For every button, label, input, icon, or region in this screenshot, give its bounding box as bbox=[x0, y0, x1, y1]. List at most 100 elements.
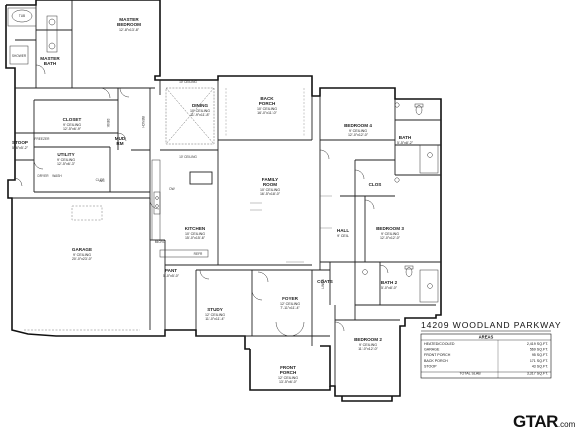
room-dimension: 10' CEILING bbox=[257, 107, 277, 111]
room-dimension: 16'-5"x18'-0" bbox=[260, 192, 281, 196]
room-dimension: 13'-5"x6'-0" bbox=[279, 380, 298, 384]
doors bbox=[13, 64, 389, 337]
room-dimension: 15'-0"x15'-6" bbox=[185, 236, 206, 240]
room-name: PORCH bbox=[280, 370, 297, 375]
areas-row-label: BACK PORCH bbox=[424, 359, 448, 363]
areas-row-value: 95 SQ.FT. bbox=[532, 353, 548, 357]
room-dimension: 10' CEILING bbox=[260, 188, 280, 192]
areas-row-label: HEATED/COOLED bbox=[424, 342, 455, 346]
room-name: BATH bbox=[44, 61, 57, 66]
room-closet-b4: CLOS bbox=[369, 182, 382, 187]
room-dimension: 11'-9"x11'-8" bbox=[190, 113, 210, 117]
room-dimension: 5'-6"x5'-2" bbox=[12, 146, 29, 150]
room-name: FOYER bbox=[282, 296, 299, 301]
room-coats: COATS bbox=[317, 279, 333, 284]
room-dimension: 11'-0"x12'-0" bbox=[358, 347, 379, 351]
room-dimension: 11'-0"x11'-4" bbox=[205, 317, 225, 321]
room-name: MUD bbox=[115, 136, 126, 141]
watermark-logo: GTAR.com bbox=[513, 412, 575, 432]
room-dimension: 12'-0"x12'-0" bbox=[380, 236, 401, 240]
room-name: BEDROOM 3 bbox=[376, 226, 404, 231]
room-name: MASTER bbox=[40, 56, 60, 61]
room-dimension: 12'-5"x6'-9" bbox=[63, 127, 82, 131]
room-name: BATH 2 bbox=[381, 280, 398, 285]
areas-row-value: 569 SQ.FT. bbox=[530, 348, 548, 352]
room-name: KITCHEN bbox=[185, 226, 206, 231]
room-name: BACK bbox=[260, 96, 274, 101]
fixture-label: A/C bbox=[99, 179, 105, 183]
interior-walls bbox=[12, 0, 441, 386]
areas-row-value: 2,419 SQ.FT. bbox=[527, 342, 548, 346]
plan-title: 14209 WOODLAND PARKWAY bbox=[421, 320, 561, 330]
room-dimension: 10' CEILING bbox=[185, 232, 205, 236]
room-dimension: 10' CEILING bbox=[190, 109, 210, 113]
room-name: BEDROOM 2 bbox=[354, 337, 382, 342]
ceiling-note: 10' CEILING bbox=[179, 80, 197, 84]
room-name: HALL bbox=[337, 228, 349, 233]
watermark-suffix: .com bbox=[557, 420, 576, 429]
room-dimension: 9' CEILING bbox=[63, 123, 81, 127]
room-dimension: 5'-0"x8'-0" bbox=[381, 286, 398, 290]
fixture-label: FREEZER bbox=[35, 137, 51, 141]
watermark-brand: GTAR bbox=[513, 412, 558, 431]
room-name: ROOM bbox=[263, 182, 277, 187]
room-name: FRONT bbox=[280, 365, 296, 370]
room-dimension: 12'-5"x6'-3" bbox=[57, 162, 76, 166]
room-name: DINING bbox=[192, 103, 209, 108]
areas-header: AREAS bbox=[479, 335, 494, 340]
fixture-label: DRYER bbox=[37, 174, 49, 178]
ceiling-note: 10' CEILING bbox=[179, 155, 197, 159]
room-dimension: 9' CEILING bbox=[57, 158, 75, 162]
room-dimension: 12' CEILING bbox=[205, 313, 225, 317]
areas-table-frame bbox=[420, 333, 552, 379]
areas-row-label: TOTAL SLAB bbox=[459, 371, 481, 375]
room-dimension: 5'-5"x8'-2" bbox=[397, 141, 414, 145]
room-dimension: 9' CEILING bbox=[73, 253, 91, 257]
fixture-label: BENCH bbox=[141, 116, 145, 128]
fixture-label: CLOS bbox=[96, 178, 105, 182]
fixture-label: WASH bbox=[52, 174, 62, 178]
garage-detail bbox=[24, 205, 140, 331]
areas-row-value: 171 SQ.FT. bbox=[530, 359, 548, 363]
room-dimension: 20'-0"x23'-0" bbox=[72, 257, 93, 261]
kitchen-counters bbox=[151, 159, 209, 258]
plumbing-fixtures bbox=[7, 7, 439, 303]
room-name: CLOSET bbox=[63, 117, 82, 122]
room-name: PANT bbox=[165, 268, 177, 273]
room-dimension: 9' CEILING bbox=[381, 232, 399, 236]
room-name: CLOS bbox=[369, 182, 382, 187]
fixture-label: DESK bbox=[106, 119, 110, 129]
room-dimension: 5'-0"x5'-0" bbox=[163, 274, 180, 278]
ceiling-notes: 10' CEILING 10' CEILING bbox=[179, 80, 197, 159]
areas-row-value: 43 SQ.FT. bbox=[532, 364, 548, 368]
fixture-label: LINEN bbox=[321, 279, 325, 289]
areas-row-label: STOOP bbox=[424, 364, 437, 368]
room-bath-2: BATH 25'-0"x8'-0" bbox=[381, 280, 398, 290]
dining-ceiling-detail bbox=[165, 87, 215, 145]
room-name: RM bbox=[116, 141, 123, 146]
room-dimension: 12'-0"x12'-0" bbox=[348, 133, 369, 137]
back-porch-beams bbox=[225, 88, 305, 136]
dimension-marks bbox=[250, 195, 332, 263]
fixture-label: TUB bbox=[19, 14, 25, 18]
room-dimension: 12' CEILING bbox=[278, 376, 298, 380]
room-dimension: 12'-8"x13'-8" bbox=[119, 28, 140, 32]
room-dimension: 16'-0"x11'-0" bbox=[257, 111, 278, 115]
room-name: MASTER bbox=[119, 17, 139, 22]
